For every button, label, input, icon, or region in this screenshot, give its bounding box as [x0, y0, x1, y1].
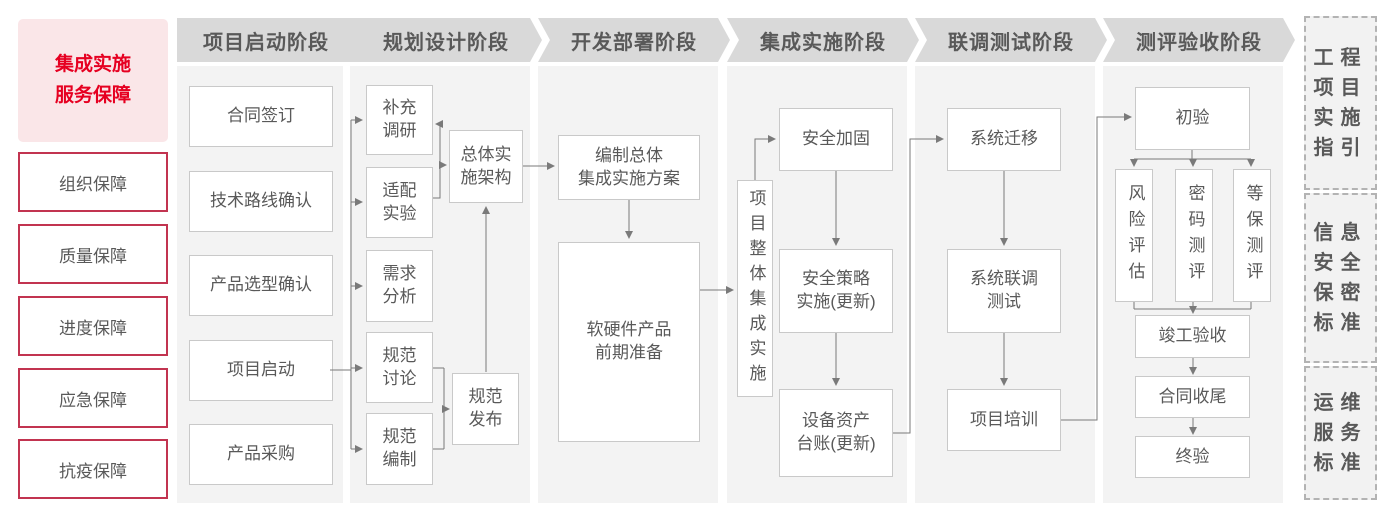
node-supplementary-research: 补充 调研	[366, 85, 433, 155]
standard-infosec-confidentiality: 信息安全保密标准	[1304, 193, 1377, 363]
node-contract-signing: 合同签订	[189, 86, 333, 147]
diagram-title: 集成实施 服务保障	[18, 19, 168, 142]
standard-label: 运维服务标准	[1313, 392, 1368, 474]
node-security-policy-impl: 安全策略 实施(更新)	[779, 249, 893, 333]
standard-label: 信息安全保密标准	[1313, 222, 1368, 334]
node-joint-debug-test: 系统联调 测试	[947, 249, 1061, 333]
node-risk-assessment: 风险评估	[1115, 169, 1153, 302]
node-spec-drafting: 规范 编制	[366, 413, 433, 485]
node-adaptation-experiment: 适配 实验	[366, 167, 433, 238]
node-initial-acceptance: 初验	[1135, 87, 1250, 150]
node-requirement-analysis: 需求 分析	[366, 250, 433, 322]
phase-header-eval-accept: 测评验收阶段	[1103, 18, 1295, 62]
assurance-item-organization: 组织保障	[18, 152, 168, 212]
phase-header-planning-design: 规划设计阶段	[350, 18, 542, 62]
node-asset-ledger-update: 设备资产 台账(更新)	[779, 389, 893, 477]
node-completion-acceptance: 竣工验收	[1135, 315, 1250, 358]
node-project-training: 项目培训	[947, 389, 1061, 451]
phase-header-integration: 集成实施阶段	[727, 18, 919, 62]
phase-header-project-start: 项目启动阶段	[177, 18, 363, 62]
node-mlps-evaluation: 等保测评	[1233, 169, 1271, 302]
phase-header-joint-test: 联调测试阶段	[915, 18, 1107, 62]
node-final-acceptance: 终验	[1135, 436, 1250, 478]
phase-header-dev-deploy: 开发部署阶段	[538, 18, 730, 62]
node-overall-integration-plan: 编制总体 集成实施方案	[558, 135, 700, 200]
node-overall-impl-architecture: 总体实 施架构	[449, 130, 523, 203]
node-hw-sw-preparation: 软硬件产品 前期准备	[558, 242, 700, 442]
node-project-kickoff: 项目启动	[189, 340, 333, 401]
node-crypto-evaluation: 密码测评	[1175, 169, 1213, 302]
node-system-migration: 系统迁移	[947, 108, 1061, 171]
node-overall-project-integration: 项目整体集成实施	[737, 180, 773, 397]
node-tech-route-confirm: 技术路线确认	[189, 171, 333, 232]
assurance-item-epidemic: 抗疫保障	[18, 439, 168, 499]
assurance-item-schedule: 进度保障	[18, 296, 168, 356]
node-security-hardening: 安全加固	[779, 108, 893, 171]
standard-project-implementation-guide: 工程项目实施指引	[1304, 16, 1377, 190]
assurance-item-quality: 质量保障	[18, 224, 168, 284]
node-product-selection-confirm: 产品选型确认	[189, 255, 333, 316]
assurance-item-emergency: 应急保障	[18, 368, 168, 428]
node-spec-discussion: 规范 讨论	[366, 332, 433, 403]
standard-label: 工程项目实施指引	[1313, 47, 1368, 159]
node-product-procurement: 产品采购	[189, 424, 333, 485]
standard-ops-service: 运维服务标准	[1304, 366, 1377, 500]
node-spec-release: 规范 发布	[452, 373, 519, 445]
node-contract-closeout: 合同收尾	[1135, 376, 1250, 418]
